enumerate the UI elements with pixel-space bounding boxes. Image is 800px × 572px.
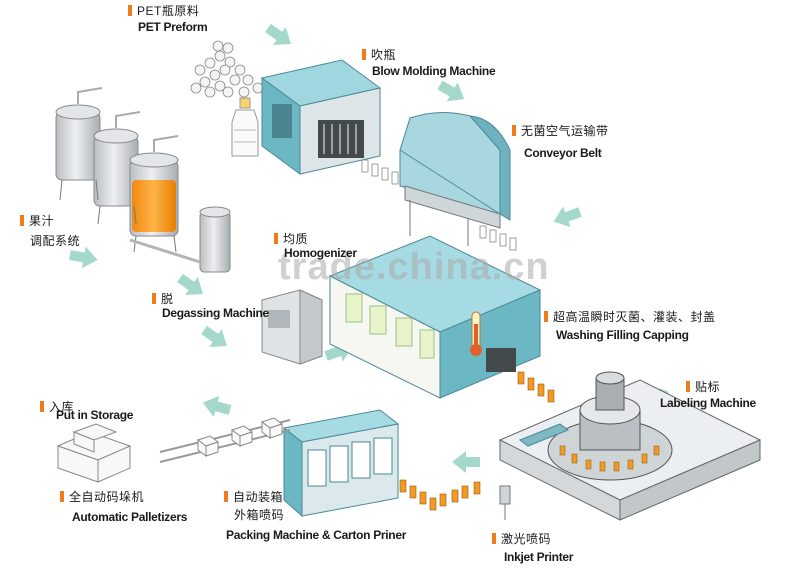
- pet-preform-en: PET Preform: [138, 20, 207, 34]
- degassing-zh: 脱: [152, 290, 174, 307]
- conveyor-belt: [362, 112, 516, 250]
- palletizer-zh: 全自动码垛机: [60, 488, 144, 505]
- blow-molding-en: Blow Molding Machine: [372, 64, 495, 78]
- labeling-en: Labeling Machine: [660, 396, 756, 410]
- packing-zh-1: 自动装箱: [224, 488, 283, 505]
- flow-arrow-icon: [435, 75, 470, 108]
- inkjet-printer: [500, 486, 510, 520]
- degassing-machine: [262, 290, 322, 364]
- blow-molding-zh: 吹瓶: [362, 46, 396, 63]
- packing-machine: [284, 410, 398, 516]
- flow-arrow-icon: [262, 19, 298, 53]
- homogenizer-en: Homogenizer: [284, 246, 357, 260]
- inkjet-en: Inkjet Printer: [504, 550, 573, 564]
- homogenizer-zh: 均质: [274, 230, 308, 247]
- juice-zh-2: 调配系统: [30, 232, 80, 249]
- juice-mixing-tanks: [56, 88, 230, 272]
- inkjet-zh: 激光喷码: [492, 530, 551, 547]
- washing-en: Washing Filling Capping: [556, 328, 689, 342]
- flow-arrow-icon: [550, 202, 584, 232]
- pet-preform-zh: PET瓶原料: [128, 2, 199, 19]
- storage-en: Put in Storage: [56, 408, 133, 422]
- washing-zh: 超高温瞬时灭菌、灌装、封盖: [544, 308, 716, 325]
- pet-preform-pile: [191, 41, 263, 97]
- flow-arrow-icon: [174, 269, 210, 303]
- storage-box-stack: [58, 424, 130, 482]
- juice-zh-1: 果汁: [20, 212, 54, 229]
- conveyor-zh: 无菌空气运输带: [512, 122, 609, 139]
- conveyor-en: Conveyor Belt: [524, 146, 601, 160]
- packing-en: Packing Machine & Carton Priner: [226, 528, 406, 542]
- flow-arrow-icon: [200, 392, 233, 420]
- carton-conveyor: [160, 418, 290, 462]
- degassing-en: Degassing Machine: [162, 306, 269, 320]
- flow-arrow-icon: [452, 451, 480, 473]
- thermometer-icon: [470, 312, 482, 356]
- packing-zh-2: 外箱喷码: [234, 506, 284, 523]
- pet-bottle: [232, 98, 258, 156]
- palletizer-en: Automatic Palletizers: [72, 510, 187, 524]
- flow-arrow-icon: [198, 321, 234, 355]
- blow-molding-machine: [262, 60, 380, 174]
- labeling-zh: 贴标: [686, 378, 720, 395]
